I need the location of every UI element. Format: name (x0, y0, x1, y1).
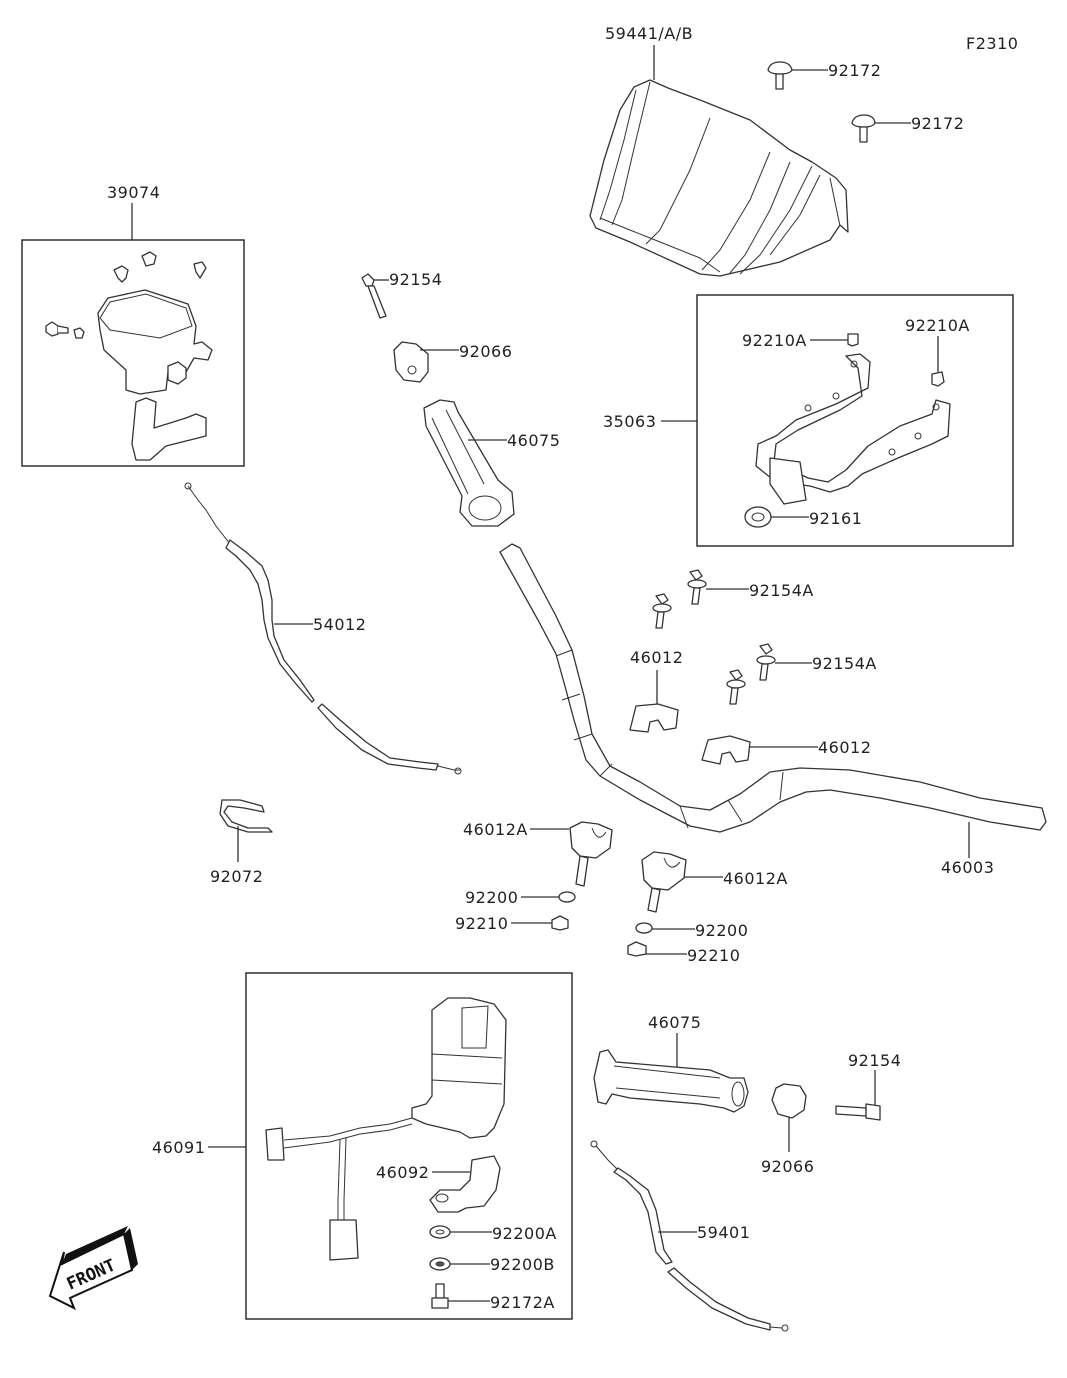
label-washer-right[interactable]: 92200 (695, 921, 748, 940)
washer-a[interactable] (429, 1225, 451, 1239)
holder-bolt-upper[interactable] (652, 569, 707, 629)
label-washer-a[interactable]: 92200A (492, 1224, 557, 1243)
label-holder-lower-right[interactable]: 46012A (723, 869, 788, 888)
grip-right[interactable] (593, 1049, 749, 1113)
throttle-cable[interactable] (590, 1140, 789, 1332)
grip-left[interactable] (423, 399, 515, 527)
label-grip-right[interactable]: 46075 (648, 1013, 701, 1032)
windshield[interactable] (589, 79, 849, 277)
label-grip-left[interactable]: 46075 (507, 431, 560, 450)
clamp-band[interactable] (219, 799, 273, 833)
label-washer-b[interactable]: 92200B (490, 1255, 555, 1274)
label-washer-left[interactable]: 92200 (465, 888, 518, 907)
holder-bolt-lower[interactable] (726, 643, 776, 705)
switch-assembly-left-box (21, 239, 245, 467)
bracket-box (696, 294, 1014, 547)
label-nut-right[interactable]: 92210 (687, 946, 740, 965)
label-lever[interactable]: 46092 (376, 1163, 429, 1182)
switch-assembly-right-box (245, 972, 573, 1320)
holder-lower-left[interactable] (569, 821, 613, 887)
label-balancer-top[interactable]: 92066 (459, 342, 512, 361)
label-windshield[interactable]: 59441/A/B (605, 24, 693, 43)
bracket[interactable] (755, 353, 951, 505)
label-bolt-a[interactable]: 92172A (490, 1293, 555, 1312)
label-bracket-bushing[interactable]: 92161 (809, 509, 862, 528)
balancer-top[interactable] (393, 341, 429, 383)
holder-lower-right[interactable] (641, 851, 687, 913)
bracket-nut-left[interactable] (847, 333, 859, 347)
label-throttle-cable[interactable]: 59401 (697, 1223, 750, 1242)
label-clip-upper[interactable]: 92172 (828, 61, 881, 80)
label-holder-upper-left[interactable]: 46012 (630, 648, 683, 667)
switch-assembly-left[interactable] (45, 251, 213, 461)
bolt-a[interactable] (431, 1283, 449, 1309)
bolt-top[interactable] (361, 273, 387, 319)
holder-upper-right[interactable] (701, 735, 751, 765)
label-nut-left[interactable]: 92210 (455, 914, 508, 933)
switch-assembly-right[interactable] (265, 997, 507, 1261)
nut-left[interactable] (551, 915, 569, 931)
clip-lower[interactable] (851, 114, 876, 143)
label-bracket-nut-left[interactable]: 92210A (742, 331, 807, 350)
label-switch-assembly-right[interactable]: 46091 (152, 1138, 205, 1157)
nut-right[interactable] (627, 941, 647, 957)
bracket-nut-right[interactable] (931, 371, 945, 387)
label-holder-bolt-upper[interactable]: 92154A (749, 581, 814, 600)
washer-right[interactable] (635, 922, 653, 934)
label-clamp-band[interactable]: 92072 (210, 867, 263, 886)
label-switch-assembly-left[interactable]: 39074 (107, 183, 160, 202)
clip-upper[interactable] (767, 61, 793, 90)
handlebar[interactable] (499, 543, 1047, 833)
label-clip-lower[interactable]: 92172 (911, 114, 964, 133)
washer-left[interactable] (558, 891, 576, 903)
label-balancer-bottom[interactable]: 92066 (761, 1157, 814, 1176)
label-handlebar[interactable]: 46003 (941, 858, 994, 877)
bracket-bushing[interactable] (744, 506, 772, 528)
label-clutch-cable[interactable]: 54012 (313, 615, 366, 634)
label-holder-lower-left[interactable]: 46012A (463, 820, 528, 839)
label-bracket-nut-right[interactable]: 92210A (905, 316, 970, 335)
front-arrow-indicator: FRONT (48, 1226, 138, 1311)
figure-code: F2310 (966, 34, 1018, 53)
clutch-cable[interactable] (184, 482, 462, 775)
label-bracket[interactable]: 35063 (603, 412, 656, 431)
holder-upper-left[interactable] (629, 703, 679, 733)
bolt-bottom[interactable] (835, 1103, 881, 1121)
washer-b[interactable] (429, 1257, 451, 1271)
label-holder-upper-right[interactable]: 46012 (818, 738, 871, 757)
label-bolt-top[interactable]: 92154 (389, 270, 442, 289)
balancer-bottom[interactable] (771, 1083, 807, 1119)
lever[interactable] (429, 1155, 501, 1213)
label-bolt-bottom[interactable]: 92154 (848, 1051, 901, 1070)
label-holder-bolt-lower[interactable]: 92154A (812, 654, 877, 673)
